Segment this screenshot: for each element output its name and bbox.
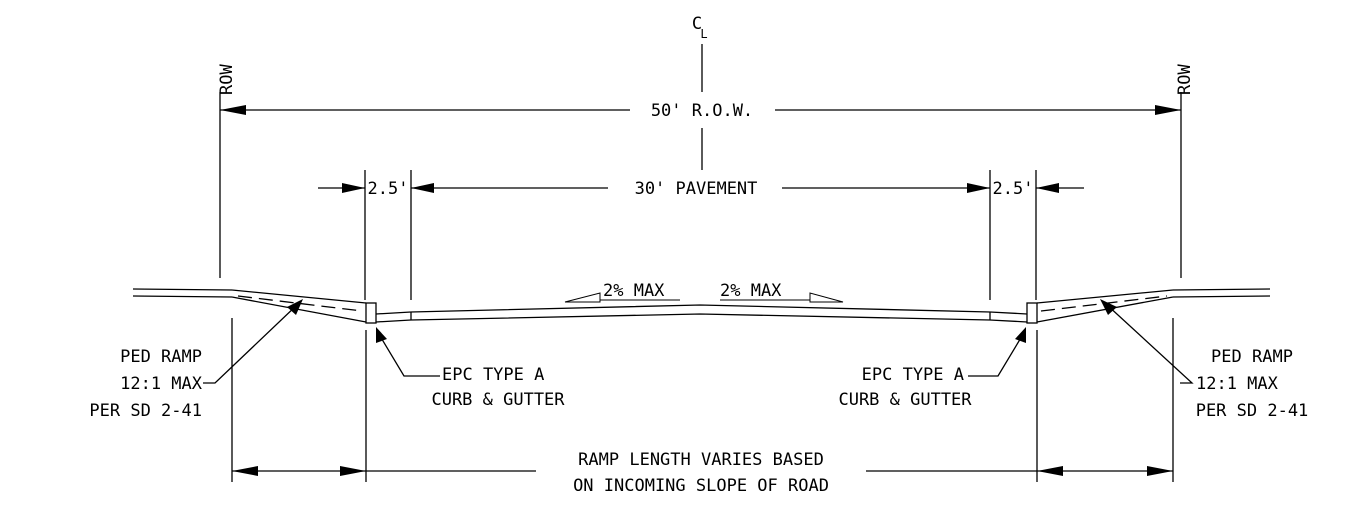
centerline-subscript: L [700, 27, 707, 41]
ped-ramp-right-arrowhead [1100, 299, 1117, 315]
slope-right: 2% MAX [720, 281, 844, 303]
slope-left: 2% MAX [564, 281, 680, 303]
ped-ramp-right-bottom [1036, 296, 1174, 323]
curb-left-dim-label: 2.5' [368, 179, 409, 199]
ground-right-top [1172, 288, 1271, 291]
curb-right-dim-label: 2.5' [993, 179, 1034, 199]
centerline: C L [692, 14, 708, 170]
ramp-left-dim-arrow-b [340, 466, 366, 476]
curb-right-leader [968, 335, 1023, 377]
ramp-right-dim-arrow-a [1037, 466, 1063, 476]
slope-right-label: 2% MAX [720, 281, 782, 301]
road-profile [132, 288, 1271, 324]
row-dim-arrow-right [1155, 105, 1181, 115]
ramp-length-note-line1: RAMP LENGTH VARIES BASED [578, 450, 824, 470]
curb-left-arrowhead [376, 327, 387, 343]
curb-left-line2: CURB & GUTTER [431, 390, 565, 410]
curb-left-line1: EPC TYPE A [442, 365, 544, 385]
callout-curb-right: EPC TYPE A CURB & GUTTER [838, 327, 1026, 410]
slope-left-label: 2% MAX [603, 281, 665, 301]
ped-ramp-left-line3: PER SD 2-41 [89, 401, 202, 421]
row-label-left: ROW [217, 64, 237, 95]
ped-ramp-right-line1: PED RAMP [1211, 347, 1293, 367]
ped-ramp-left-line2: 12:1 MAX [120, 374, 203, 394]
curb-right-arrowhead [1015, 327, 1026, 343]
row-width-label: 50' R.O.W. [651, 101, 753, 121]
gutter-right-bottom [989, 319, 1028, 323]
curb-left-dim-arrow [342, 183, 365, 193]
ped-ramp-right-line3: PER SD 2-41 [1196, 401, 1309, 421]
curb-right-line1: EPC TYPE A [862, 365, 964, 385]
pavement-dim-label: 30' PAVEMENT [635, 179, 758, 199]
ped-ramp-left-bottom [231, 296, 367, 323]
ped-ramp-left-line1: PED RAMP [120, 347, 202, 367]
ramp-length-note-line2: ON INCOMING SLOPE OF ROAD [573, 476, 829, 496]
centerline-symbol: C [692, 14, 702, 34]
row-width-dimension: 50' R.O.W. [220, 101, 1181, 121]
ramp-right-dim-arrow-b [1147, 466, 1173, 476]
pavement-bottom [410, 313, 991, 321]
row-marker-left: ROW [217, 64, 237, 278]
slope-left-triangle [564, 292, 601, 303]
curb-left-leader [379, 335, 440, 377]
callout-ped-ramp-right: PED RAMP 12:1 MAX PER SD 2-41 [1100, 299, 1308, 421]
pavement-top [410, 304, 991, 313]
pavement-dimension: 2.5' 30' PAVEMENT 2.5' [318, 170, 1084, 300]
ped-ramp-right-line2: 12:1 MAX [1196, 374, 1279, 394]
ped-ramp-right-top [1036, 289, 1174, 304]
ped-ramp-right-leader [1105, 303, 1194, 384]
ground-left-bottom [132, 295, 233, 298]
pavement-dim-arrow-right [967, 183, 990, 193]
ground-right-bottom [1172, 295, 1271, 298]
callout-ped-ramp-left: PED RAMP 12:1 MAX PER SD 2-41 [89, 299, 303, 421]
callout-curb-left: EPC TYPE A CURB & GUTTER [376, 327, 565, 410]
ramp-left-dim-arrow-a [232, 466, 258, 476]
gutter-left-bottom [375, 319, 412, 323]
row-dim-arrow-left [220, 105, 246, 115]
slope-right-triangle [809, 292, 844, 303]
ped-ramp-left-leader [203, 303, 299, 384]
curb-left [365, 302, 377, 324]
ped-ramp-left-top [231, 289, 367, 304]
gutter-left-top [375, 311, 412, 315]
curb-right [1026, 302, 1038, 324]
row-marker-right: ROW [1175, 64, 1195, 278]
ramp-length-dimension: RAMP LENGTH VARIES BASED ON INCOMING SLO… [231, 318, 1174, 496]
gutter-right-top [989, 311, 1028, 315]
ped-ramp-left-arrowhead [287, 299, 303, 315]
ground-left-top [132, 288, 233, 291]
row-label-right: ROW [1175, 64, 1195, 95]
curb-right-line2: CURB & GUTTER [838, 390, 972, 410]
